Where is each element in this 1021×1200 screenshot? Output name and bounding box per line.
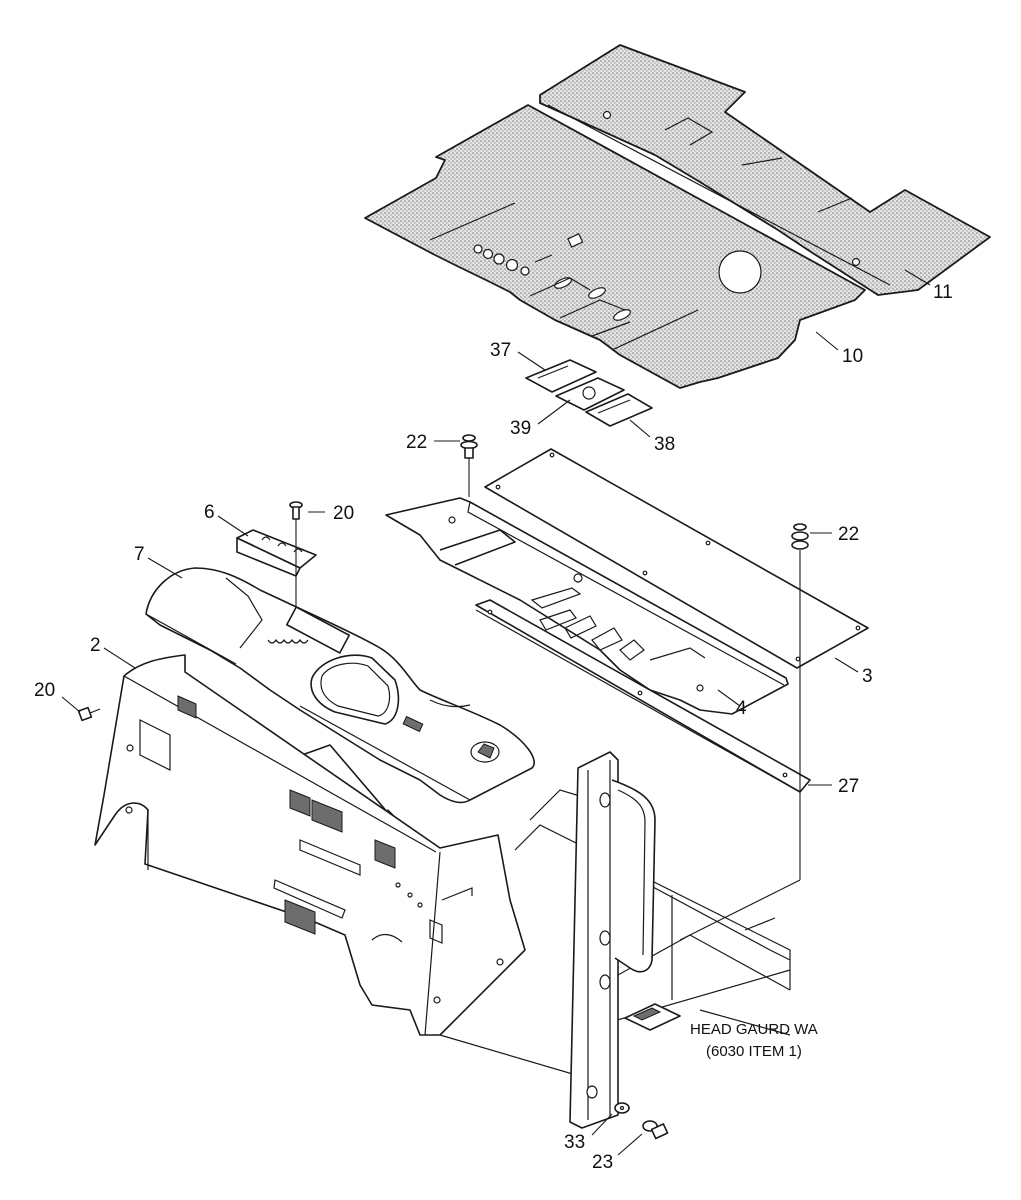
callout-10: 10 <box>842 346 863 367</box>
plate-39 <box>555 377 625 411</box>
callout-27: 27 <box>838 776 859 797</box>
bolt-20-left <box>77 706 101 722</box>
callout-39: 39 <box>510 418 531 439</box>
panel-4 <box>385 497 789 715</box>
callouts: 11 10 37 39 38 22 20 6 7 2 20 22 3 4 27 … <box>34 282 953 1173</box>
leader-lines <box>61 269 931 1156</box>
bar-27 <box>475 599 811 793</box>
callout-4: 4 <box>736 698 747 719</box>
callout-2: 2 <box>90 635 101 656</box>
callout-22-right: 22 <box>838 524 859 545</box>
callout-3: 3 <box>862 666 873 687</box>
washer-33 <box>614 1102 630 1114</box>
floor-mat-11 <box>539 44 991 296</box>
reference-note: HEAD GAURD WA (6030 ITEM 1) <box>690 1021 818 1060</box>
callout-22-left: 22 <box>406 432 427 453</box>
head-guard-frame <box>439 751 791 1129</box>
plate-38 <box>585 393 653 427</box>
callout-23: 23 <box>592 1152 613 1173</box>
bolt-23 <box>642 1120 669 1140</box>
callout-6: 6 <box>204 502 215 523</box>
callout-7: 7 <box>134 544 145 565</box>
floor-mat-10 <box>364 104 866 389</box>
plate-37 <box>525 359 597 393</box>
bolt-22-right <box>679 523 809 941</box>
note-line-1: HEAD GAURD WA <box>690 1021 818 1038</box>
panel-2 <box>94 654 526 1036</box>
panel-3 <box>484 448 869 669</box>
callout-20-top: 20 <box>333 503 354 524</box>
callout-37: 37 <box>490 340 511 361</box>
callout-33: 33 <box>564 1132 585 1153</box>
note-line-2: (6030 ITEM 1) <box>706 1043 802 1060</box>
bracket-6 <box>236 529 317 577</box>
callout-38: 38 <box>654 434 675 455</box>
console-7 <box>145 567 535 804</box>
callout-20-left: 20 <box>34 680 55 701</box>
callout-11: 11 <box>933 282 953 303</box>
bolt-22-left <box>460 434 478 497</box>
